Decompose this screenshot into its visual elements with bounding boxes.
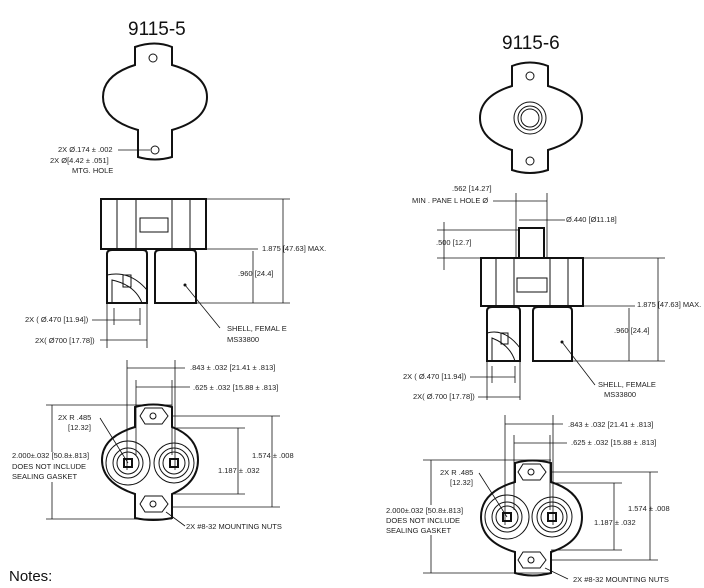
left-shell-label-2: MS33800 [227, 335, 259, 344]
left-dim-1574: 1.574 ± .008 [252, 451, 294, 460]
right-radius-1: 2X R .485 [440, 468, 473, 477]
left-spacing-625: .625 ± .032 [15.88 ± .813] [193, 383, 278, 392]
right-radius-2: [12.32] [450, 478, 473, 487]
left-side-view [92, 198, 290, 348]
left-spacing-843: .843 ± .032 [21.41 ± .813] [190, 363, 275, 372]
right-shell-label-2: MS33800 [604, 390, 636, 399]
right-outer-dia: 2X( Ø.700 [17.78]) [413, 392, 475, 401]
left-outer-dia: 2X( Ø700 [17.78]) [35, 336, 95, 345]
left-drawing-9115-5: 9115-5 2X Ø.174 ± .002 2X Ø[4.42 ± .051]… [12, 19, 326, 531]
right-dim-1187: 1.187 ± .032 [594, 518, 636, 527]
left-width-1: 2.000±.032 [50.8±.813] [12, 451, 89, 460]
right-panel-hole-1: .562 [14.27] [452, 184, 492, 193]
left-mounting-hole-bottom [150, 145, 160, 155]
left-inner-dia: 2X ( Ø.470 [11.94]) [25, 315, 89, 324]
right-width-2: DOES NOT INCLUDE [386, 516, 460, 525]
left-mounting-hole-top [148, 53, 158, 63]
right-stud-height: .500 [12.7] [436, 238, 471, 247]
left-shell-height: .960 [24.4] [238, 269, 273, 278]
right-spacing-625: .625 ± .032 [15.88 ± .813] [571, 438, 656, 447]
left-nuts: 2X #8-32 MOUNTING NUTS [186, 522, 282, 531]
right-bottom-view [423, 415, 658, 580]
right-width-3: SEALING GASKET [386, 526, 451, 535]
left-title: 9115-5 [128, 19, 186, 40]
right-dim-1574: 1.574 ± .008 [628, 504, 670, 513]
left-flange-top-view [101, 42, 209, 161]
right-overall-height: 1.875 [47.63] MAX. [637, 300, 701, 309]
right-spacing-843: .843 ± .032 [21.41 ± .813] [568, 420, 653, 429]
right-width-1: 2.000±.032 [50.8±.813] [386, 506, 463, 515]
left-bottom-view [46, 360, 280, 527]
right-stud-dia: Ø.440 [Ø11.18] [566, 215, 617, 224]
left-width-3: SEALING GASKET [12, 472, 77, 481]
right-shell-height: .960 [24.4] [614, 326, 649, 335]
left-dim-1187: 1.187 ± .032 [218, 466, 260, 475]
left-hole-label-1: 2X Ø.174 ± .002 [58, 145, 113, 154]
right-title: 9115-6 [502, 33, 560, 54]
notes-heading: Notes: [9, 568, 52, 585]
right-side-view [437, 193, 665, 400]
left-overall-height: 1.875 [47.63] MAX. [262, 244, 326, 253]
left-shell-label-1: SHELL, FEMAL E [227, 324, 287, 333]
left-radius-1: 2X R .485 [58, 413, 91, 422]
right-panel-hole-2: MIN . PANE L HOLE Ø [412, 196, 488, 205]
right-flange-top-view [478, 61, 584, 174]
right-inner-dia: 2X ( Ø.470 [11.94]) [403, 372, 467, 381]
left-radius-2: [12.32] [68, 423, 91, 432]
right-stud-top [513, 101, 547, 135]
right-drawing-9115-6: 9115-6 [386, 33, 701, 584]
right-nuts: 2X #8-32 MOUNTING NUTS [573, 575, 669, 584]
left-hole-label-2: 2X Ø[4.42 ± .051] [50, 156, 109, 165]
left-hole-label-3: MTG. HOLE [72, 166, 113, 175]
left-width-2: DOES NOT INCLUDE [12, 462, 86, 471]
right-shell-label-1: SHELL, FEMALE [598, 380, 656, 389]
